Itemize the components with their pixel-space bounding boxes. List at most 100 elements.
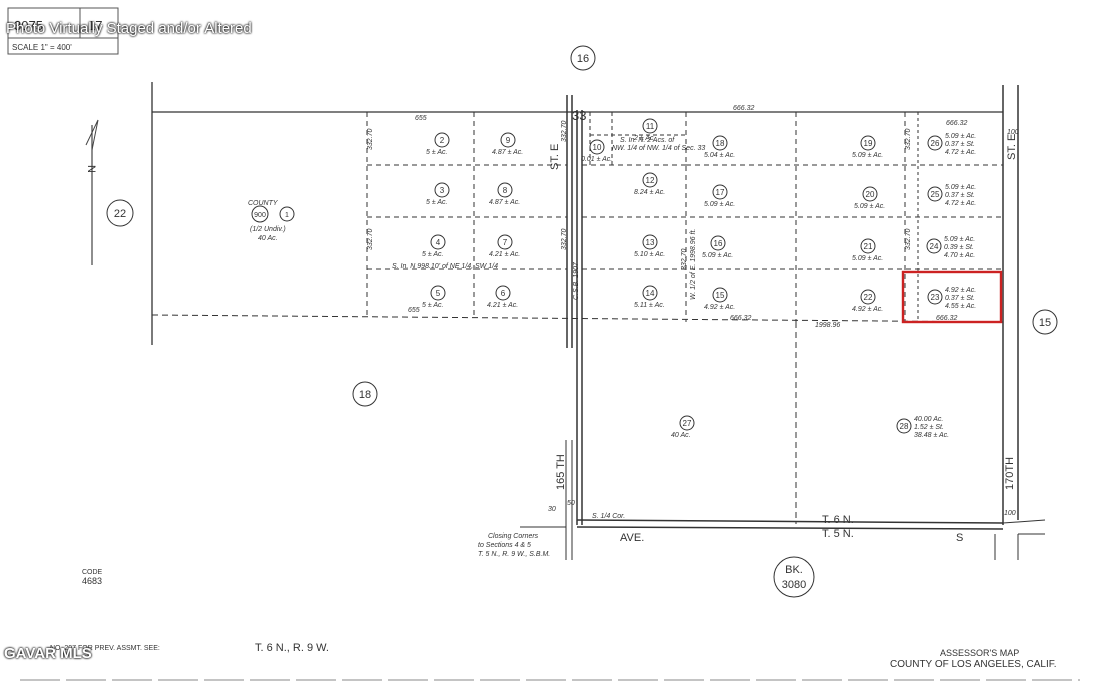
parcel-area-sub1: 0.37 ± St. xyxy=(945,141,975,148)
parcel-number: 8 xyxy=(503,186,508,195)
parcel-number-circle xyxy=(495,285,511,301)
parcel-number: 9 xyxy=(506,136,511,145)
parcel-number-circle xyxy=(497,234,513,250)
parcel-number: 26 xyxy=(931,139,940,148)
section-corner: 33 xyxy=(572,108,586,123)
parcel-number: 10 xyxy=(593,143,602,152)
svg-text:666.32: 666.32 xyxy=(733,105,755,112)
svg-text:Closing Corners: Closing Corners xyxy=(488,533,539,540)
parcel-17[interactable]: 175.09 ± Ac. xyxy=(704,184,735,208)
parcel-area: 2 ± Ac. xyxy=(633,135,656,142)
parcel-11[interactable]: 112 ± Ac. xyxy=(633,118,658,142)
parcel-9[interactable]: 94.87 ± Ac. xyxy=(492,132,523,156)
parcel-area-sub1: 0.37 ± St. xyxy=(945,295,975,302)
parcel-8[interactable]: 84.87 ± Ac. xyxy=(489,182,520,206)
parcel-county-1[interactable]: COUNTY 900 1 (1/2 Undiv.) 40 Ac. xyxy=(248,200,295,242)
parcel-4[interactable]: 45 ± Ac. xyxy=(422,234,446,258)
parcel-number: 3 xyxy=(440,186,445,195)
highlighted-parcel-23[interactable] xyxy=(901,270,1003,324)
parcel-number-circle xyxy=(860,289,876,305)
parcel-area: 40.00 Ac. xyxy=(914,416,943,423)
svg-text:332.70: 332.70 xyxy=(905,128,912,150)
parcel-number-circle xyxy=(896,418,912,434)
parcel-3[interactable]: 3 5 ± Ac. xyxy=(426,182,450,206)
parcel-number: 20 xyxy=(866,190,875,199)
scale-label: SCALE 1" = 400' xyxy=(12,43,72,52)
parcel-25[interactable]: 255.09 ± Ac.0.37 ± St.4.72 ± Ac. xyxy=(927,184,976,207)
parcel-23[interactable]: 234.92 ± Ac.0.37 ± St.4.55 ± Ac. xyxy=(927,287,976,310)
parcel-number-circle xyxy=(497,182,513,198)
parcel-area: 4.92 ± Ac. xyxy=(945,287,976,294)
parcel-area: 5 ± Ac. xyxy=(422,251,444,258)
adjacent-18: 18 xyxy=(352,381,378,407)
parcel-number: 24 xyxy=(930,242,939,251)
parcel-7[interactable]: 74.21 ± Ac. xyxy=(489,234,520,258)
svg-text:100: 100 xyxy=(1004,510,1016,517)
township-range: T. 6 N., R. 9 W. xyxy=(255,642,329,654)
parcel-number-circle xyxy=(927,186,943,202)
parcel-20[interactable]: 205.09 ± Ac. xyxy=(854,186,885,210)
parcel-10[interactable]: 100.01 ± Ac. xyxy=(581,139,612,163)
parcel-area: 5 ± Ac. xyxy=(426,199,448,206)
svg-text:30: 30 xyxy=(548,506,556,513)
svg-text:22: 22 xyxy=(114,208,126,220)
parcel-area: 5.09 ± Ac. xyxy=(945,133,976,140)
parcel-number: 19 xyxy=(864,139,873,148)
parcel-5[interactable]: 55 ± Ac. xyxy=(422,285,446,309)
parcel-number-circle xyxy=(712,184,728,200)
parcel-area: 5.09 ± Ac. xyxy=(945,184,976,191)
svg-text:332.70: 332.70 xyxy=(681,248,688,270)
north-arrow-icon: N xyxy=(85,119,99,265)
parcel-6[interactable]: 64.21 ± Ac. xyxy=(487,285,518,309)
parcel-number: 25 xyxy=(931,190,940,199)
parcel-number: 22 xyxy=(864,293,873,302)
map-footer: CODE 4683 NO. 207 FOR PREV. ASSMT. SEE: … xyxy=(20,569,1080,681)
parcel-number: 23 xyxy=(931,293,940,302)
svg-text:100: 100 xyxy=(1007,129,1019,136)
svg-text:332.70: 332.70 xyxy=(905,228,912,250)
parcel-area: 5.10 ± Ac. xyxy=(634,251,665,258)
parcel-number-circle xyxy=(712,287,728,303)
assessor-line-1: ASSESSOR'S MAP xyxy=(940,648,1019,658)
parcel-24[interactable]: 245.09 ± Ac.0.39 ± St.4.70 ± Ac. xyxy=(926,236,975,259)
svg-text:COUNTY: COUNTY xyxy=(248,200,279,207)
watermark-mls: GAVAR MLS xyxy=(4,645,92,662)
svg-text:to Sections 4 & 5: to Sections 4 & 5 xyxy=(478,542,531,549)
parcel-2[interactable]: 25 ± Ac. xyxy=(426,132,450,156)
street-165th: 165 TH xyxy=(555,454,567,490)
parcel-18[interactable]: 185.04 ± Ac. xyxy=(704,135,735,159)
svg-text:W. 1/2 of E. 1998.96 ft.: W. 1/2 of E. 1998.96 ft. xyxy=(690,229,697,300)
svg-text:332.70: 332.70 xyxy=(367,228,374,250)
parcel-22[interactable]: 224.92 ± Ac. xyxy=(852,289,883,313)
svg-text:332.70: 332.70 xyxy=(561,228,568,250)
parcel-number-circle xyxy=(434,132,450,148)
parcel-number: 27 xyxy=(683,419,692,428)
parcel-number-circle xyxy=(500,132,516,148)
parcel-19[interactable]: 195.09 ± Ac. xyxy=(852,135,883,159)
township-5n: T. 5 N. xyxy=(822,528,854,540)
parcel-26[interactable]: 265.09 ± Ac.0.37 ± St.4.72 ± Ac. xyxy=(927,133,976,156)
street-ave-s: S xyxy=(956,532,963,544)
code-value: 4683 xyxy=(82,576,102,586)
parcel-number: 18 xyxy=(716,139,725,148)
parcel-12[interactable]: 128.24 ± Ac. xyxy=(634,172,665,196)
map-header: 3075 17 SCALE 1" = 400' xyxy=(7,7,119,55)
parcel-number: 21 xyxy=(864,242,873,251)
parcel-number-circle xyxy=(860,238,876,254)
parcel-13[interactable]: 135.10 ± Ac. xyxy=(634,234,665,258)
parcel-number-circle xyxy=(434,182,450,198)
parcel-number: 16 xyxy=(714,239,723,248)
parcel-14[interactable]: 145.11 ± Ac. xyxy=(634,285,665,309)
parcel-16[interactable]: 165.09 ± Ac. xyxy=(702,235,733,259)
parcel-area-sub2: 4.70 ± Ac. xyxy=(944,252,975,259)
svg-text:S. In. N 998.10' of NE 1/4, SW: S. In. N 998.10' of NE 1/4, SW 1/4 xyxy=(392,263,498,270)
parcel-21[interactable]: 215.09 ± Ac. xyxy=(852,238,883,262)
parcel-area: 5.11 ± Ac. xyxy=(634,302,665,309)
parcel-15[interactable]: 154.92 ± Ac. xyxy=(704,287,735,311)
watermark-top: Photo Virtually Staged and/or Altered xyxy=(6,20,252,37)
parcel-area: 8.24 ± Ac. xyxy=(634,189,665,196)
adjacent-16: 16 xyxy=(570,45,596,71)
svg-text:NW. 1/4 of NW. 1/4 of Sec. 33: NW. 1/4 of NW. 1/4 of Sec. 33 xyxy=(612,145,705,152)
